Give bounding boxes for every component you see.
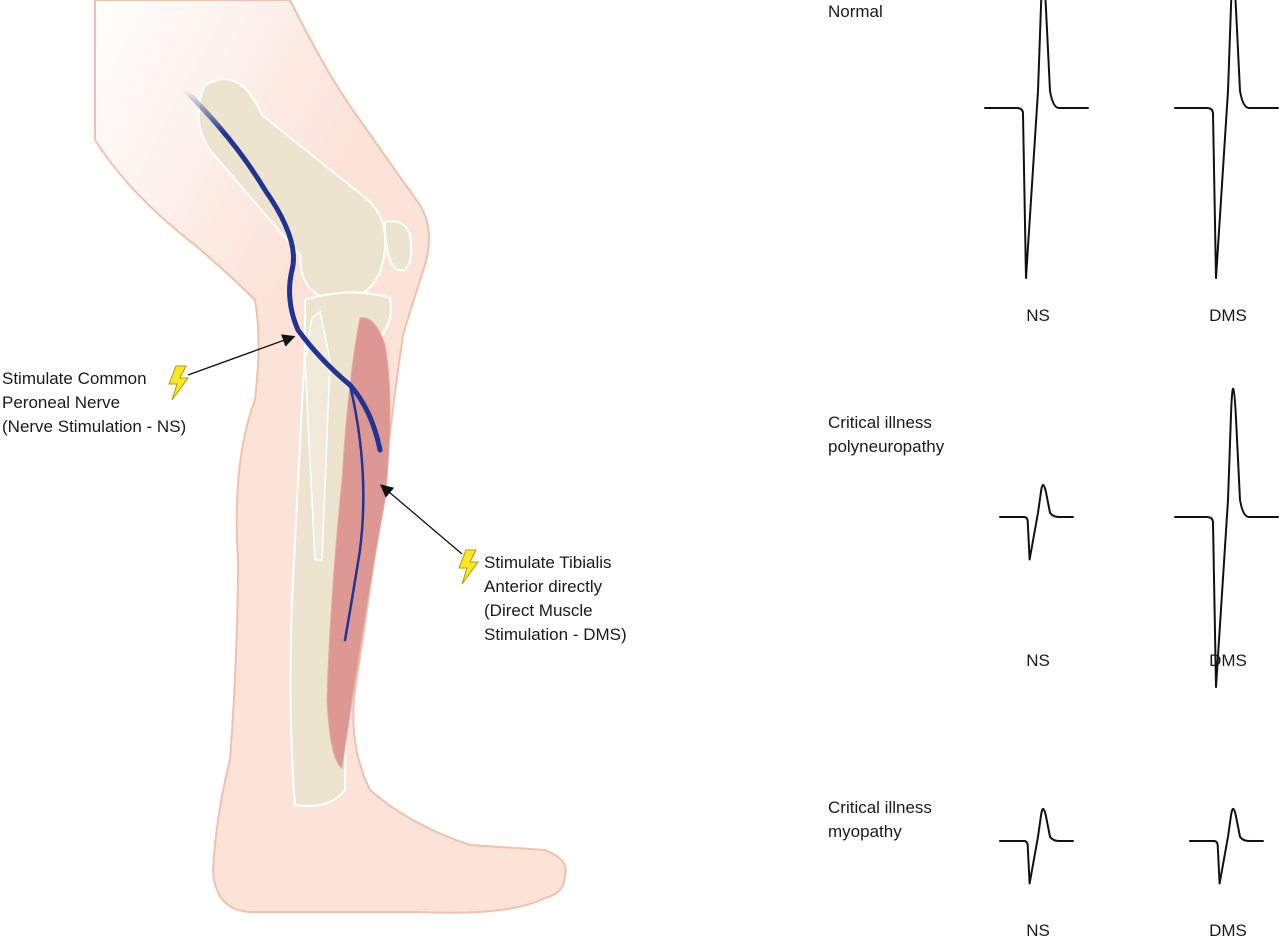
nerve-stim-label: Stimulate Common Peroneal Nerve (Nerve S… [2,369,186,436]
dms-label: DMS [1209,306,1247,325]
waveform-panels: Normal NS DMS Critical illness polyneuro… [828,0,1279,940]
waveform-ns [999,807,1074,885]
nerve-stimulation-annotation: Stimulate Common Peroneal Nerve (Nerve S… [2,334,296,436]
panel-polyneuropathy: Critical illness polyneuropathy NS DMS [828,387,1279,688]
waveform-dms [1189,807,1264,885]
patella-bone [383,220,413,272]
nerve-branch [343,383,365,642]
dms-label: DMS [1209,921,1247,940]
ns-label: NS [1026,921,1050,940]
nerve-stim-arrow [187,334,296,376]
waveform-ns [984,0,1089,279]
lightning-bolt-icon [458,549,479,585]
ns-label: NS [1026,306,1050,325]
muscle-stim-label: Stimulate Tibialis Anterior directly (Di… [484,553,627,644]
panel-title: Critical illness polyneuropathy [828,413,945,456]
ns-label: NS [1026,651,1050,670]
waveform-dms [1174,387,1279,688]
panel-title: Normal [828,2,883,21]
leg-illustration [94,0,567,914]
waveform-dms [1174,0,1279,279]
panel-title: Critical illness myopathy [828,798,937,841]
panel-normal: Normal NS DMS [828,0,1279,325]
fibula-bone [304,310,331,561]
panel-myopathy: Critical illness myopathy NS DMS [828,798,1264,940]
muscle-stimulation-annotation: Stimulate Tibialis Anterior directly (Di… [380,484,627,644]
muscle-stim-arrow [380,484,463,555]
lightning-bolt-icon [168,365,189,401]
dms-label: DMS [1209,651,1247,670]
femur-bone [197,78,387,302]
waveform-ns [999,483,1074,561]
